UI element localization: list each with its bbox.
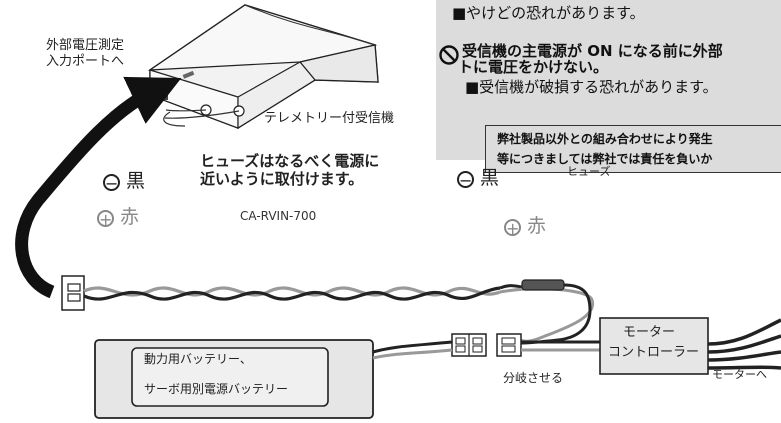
battery-box (94, 339, 374, 419)
minus-icon: − (103, 174, 120, 193)
minus-icon-2: − (457, 171, 474, 190)
curved-arrow (15, 76, 182, 299)
battery-wires (372, 340, 453, 354)
receiver-unit (147, 4, 379, 130)
black-wire-to-fuse (499, 284, 523, 290)
battery-label-2: サーボ用別電源バッテリー (144, 382, 289, 396)
warning-damage-text: ■受信機が破損する恐れがあります。 (465, 78, 718, 96)
plus-icon: + (97, 210, 114, 229)
motor-controller-label-1: モーター (623, 325, 676, 340)
external-port-label-2: 入力ポートへ (46, 54, 125, 69)
motor-controller-label-2: コントローラー (608, 345, 700, 360)
motor-wires (707, 318, 781, 346)
red-label-1: 赤 (120, 206, 140, 228)
fuse (521, 279, 565, 291)
battery-label-1: 動力用バッテリー、 (144, 352, 252, 366)
disclaimer-text-1: 弊社製品以外との組み合わせにより発生 (497, 132, 713, 146)
motor-controller (599, 317, 709, 375)
fuse-note-1: ヒューズはなるべく電源に (200, 152, 380, 170)
black-wire-twisted (83, 286, 501, 301)
warning-power-text-2: トに電圧をかけない。 (458, 58, 609, 76)
black-label-1: 黒 (126, 170, 146, 192)
black-label-2: 黒 (480, 167, 500, 189)
red-wire-twisted (83, 286, 501, 297)
prohibition-icon (439, 45, 459, 65)
disclaimer-text-2: 等につきましては弊社では責任を負いか (497, 152, 713, 166)
split-connector (451, 333, 522, 357)
to-motor-label: モーターへ (712, 368, 767, 381)
cable-label: CA-RVIN-700 (240, 209, 317, 223)
fuse-note-2: 近いように取付けます。 (200, 170, 364, 188)
external-port-label-1: 外部電圧測定 (46, 38, 125, 53)
plus-icon-2: + (504, 219, 521, 238)
warning-power-text: 受信機の主電源が ON になる前に外部 (462, 42, 723, 60)
warning-burn-text: ■やけどの恐れがあります。 (452, 4, 645, 22)
receiver-label: テレメトリー付受信機 (264, 111, 395, 126)
red-label-2: 赤 (527, 215, 547, 237)
split-label: 分岐させる (503, 371, 564, 385)
fuse-label: ヒューズ (567, 165, 611, 178)
disclaimer-box (485, 125, 781, 173)
left-connector (61, 275, 85, 311)
